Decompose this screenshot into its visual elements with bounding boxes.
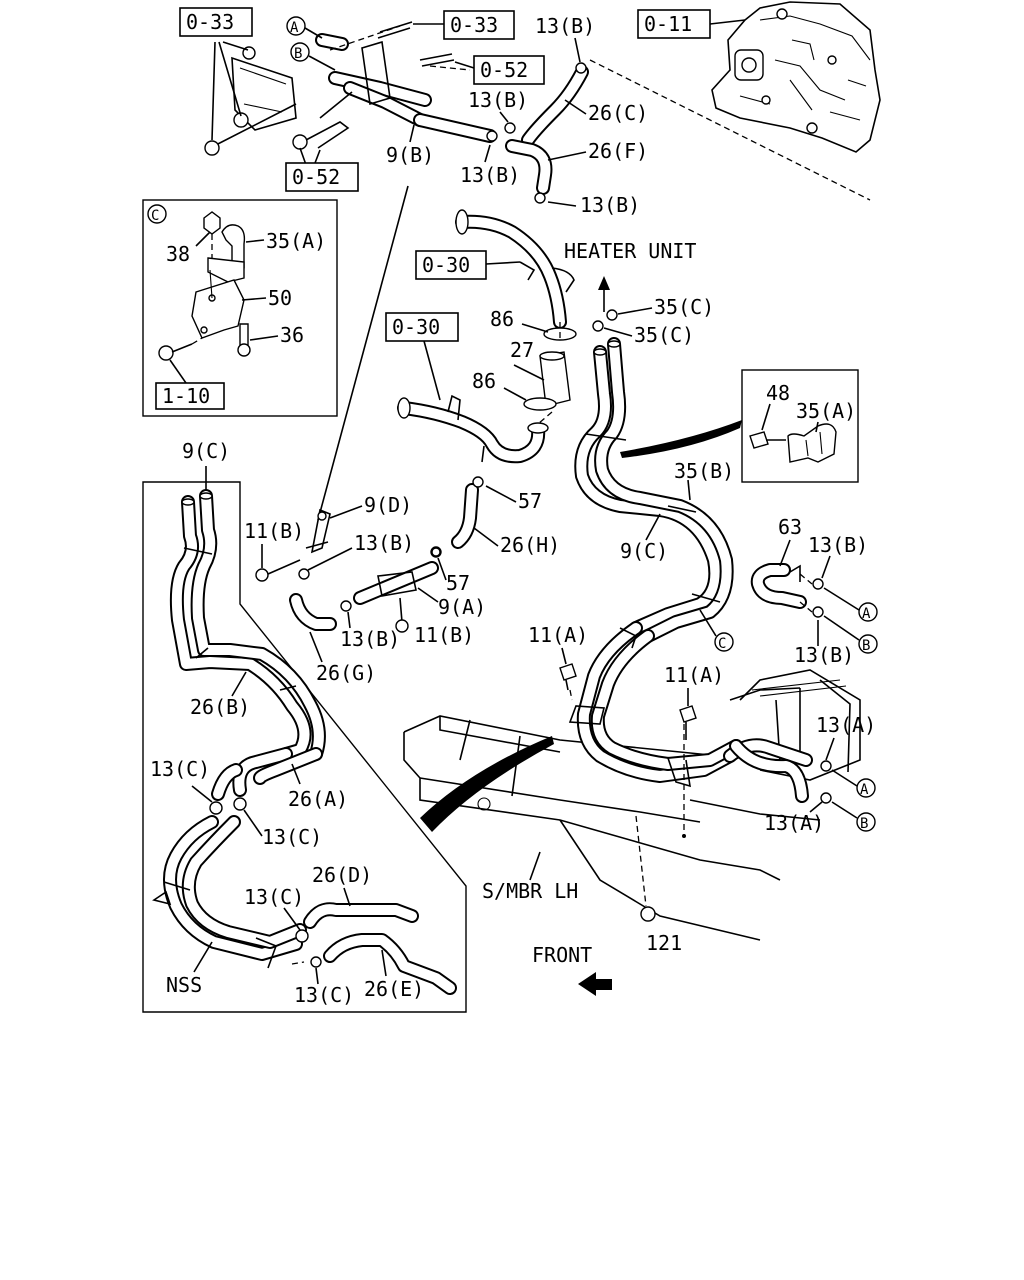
- pipe-bundle-lower: [568, 621, 743, 922]
- label-26f: 26(F): [588, 139, 648, 163]
- pipe-9a: [255, 508, 441, 633]
- circle-markers-top: A B: [286, 16, 336, 71]
- label-13b-8: 13(B): [794, 643, 854, 667]
- label-13c-2: 13(C): [262, 825, 322, 849]
- label-11b-2: 11(B): [414, 623, 474, 647]
- label-9c-2: 9(C): [620, 539, 668, 563]
- label-13b-1: 13(B): [535, 14, 595, 38]
- marker-a-right-1: A: [862, 606, 871, 622]
- ref-0-52-top: 0-52: [480, 58, 528, 82]
- label-9b: 9(B): [386, 143, 434, 167]
- label-13b-7: 13(B): [808, 533, 868, 557]
- label-26e: 26(E): [364, 977, 424, 1001]
- label-35c-1: 35(C): [654, 295, 714, 319]
- label-26d: 26(D): [312, 863, 372, 887]
- marker-a-top: A: [290, 20, 299, 36]
- hose-63: [750, 563, 824, 618]
- hose-26c-26f: [413, 59, 871, 204]
- label-13b-6: 13(B): [340, 627, 400, 651]
- label-38: 38: [166, 242, 190, 266]
- ref-0-33-top-left: 0-33: [186, 10, 234, 34]
- bolt-11a: [559, 663, 697, 740]
- label-27: 27: [510, 338, 534, 362]
- label-9a: 9(A): [438, 595, 486, 619]
- hose-26h: [430, 476, 484, 558]
- label-26a: 26(A): [288, 787, 348, 811]
- bracket-assembly: [204, 21, 471, 179]
- reference-boxes: 0-33 0-33 0-52 0-11 0-52: [179, 7, 746, 192]
- label-86-1: 86: [490, 307, 514, 331]
- clamp-35c: [592, 309, 618, 332]
- ref-0-52-bottom: 0-52: [292, 165, 340, 189]
- pipe-9c-main: [574, 337, 742, 643]
- hose-27-clamps: [523, 322, 577, 425]
- marker-b-top: B: [294, 46, 302, 62]
- label-13b-2: 13(B): [468, 88, 528, 112]
- marker-c-inset: C: [151, 208, 159, 224]
- label-13c-4: 13(C): [294, 983, 354, 1007]
- label-13b-4: 13(B): [580, 193, 640, 217]
- label-13c-1: 13(C): [150, 757, 210, 781]
- ref-0-33-top: 0-33: [450, 13, 498, 37]
- label-48: 48: [766, 381, 790, 405]
- label-13a-2: 13(A): [764, 811, 824, 835]
- front-arrow-icon: [578, 972, 612, 996]
- label-13c-3: 13(C): [244, 885, 304, 909]
- marker-a-right-2: A: [860, 782, 869, 798]
- label-11b-1: 11(B): [244, 519, 304, 543]
- label-121: 121: [646, 931, 682, 955]
- label-13a-1: 13(A): [816, 713, 876, 737]
- label-63: 63: [778, 515, 802, 539]
- engine-block: [711, 1, 881, 153]
- ref-0-30-a: 0-30: [422, 253, 470, 277]
- inset-48-35a: [741, 369, 859, 483]
- label-11a-1: 11(A): [528, 623, 588, 647]
- heater-pipe-lower: 0-30: [385, 312, 549, 464]
- label-35b: 35(B): [674, 459, 734, 483]
- label-smbr-lh: S/MBR LH: [482, 879, 578, 903]
- label-11a-2: 11(A): [664, 663, 724, 687]
- nss-panel: [142, 481, 467, 1013]
- label-57-2: 57: [446, 571, 470, 595]
- label-9c-1: 9(C): [182, 439, 230, 463]
- label-86-2: 86: [472, 369, 496, 393]
- label-heater-unit: HEATER UNIT: [564, 239, 696, 263]
- label-26h: 26(H): [500, 533, 560, 557]
- marker-b-right-2: B: [860, 816, 868, 832]
- label-front: FRONT: [532, 943, 592, 967]
- label-13b-3: 13(B): [460, 163, 520, 187]
- heater-pipe-upper: 0-30: [415, 209, 575, 329]
- label-26g: 26(G): [316, 661, 376, 685]
- label-35c-2: 35(C): [634, 323, 694, 347]
- label-35a-2: 35(A): [796, 399, 856, 423]
- label-9d: 9(D): [364, 493, 412, 517]
- label-36: 36: [280, 323, 304, 347]
- ref-0-11: 0-11: [644, 12, 692, 36]
- marker-b-right-1: B: [862, 638, 870, 654]
- label-50: 50: [268, 286, 292, 310]
- ref-0-30-b: 0-30: [392, 315, 440, 339]
- label-57-1: 57: [518, 489, 542, 513]
- label-26c: 26(C): [588, 101, 648, 125]
- frame-side-member: [403, 669, 861, 941]
- label-35a-1: 35(A): [266, 229, 326, 253]
- inset-c-panel: C 1-10: [142, 199, 338, 417]
- label-13b-5: 13(B): [354, 531, 414, 555]
- ref-1-10: 1-10: [162, 384, 210, 408]
- hoses-13a: [723, 738, 832, 804]
- marker-c-main: C: [718, 636, 726, 652]
- label-26b: 26(B): [190, 695, 250, 719]
- label-nss: NSS: [166, 973, 202, 997]
